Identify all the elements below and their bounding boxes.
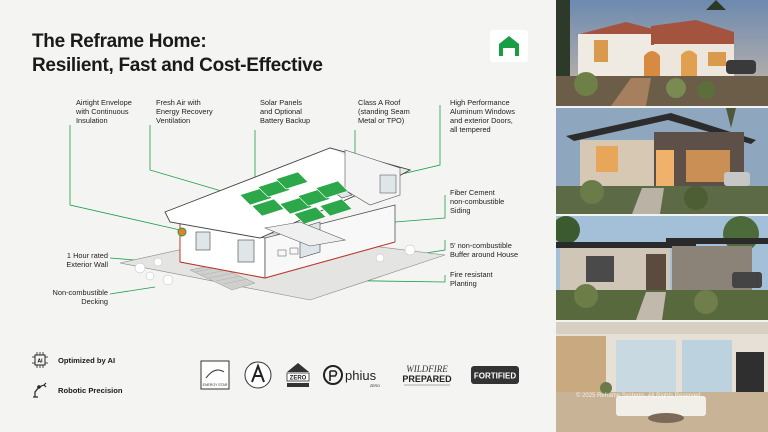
feature-robotic-precision: Robotic Precision	[32, 382, 123, 398]
svg-text:ENERGY STAR: ENERGY STAR	[203, 383, 228, 387]
wildfire-prepared-badge: WILDFIRE PREPARED	[396, 360, 458, 390]
copyright-text: © 2025 Reframe Systems. All Rights Reser…	[576, 393, 703, 399]
reframe-logo	[490, 30, 528, 62]
house-diagram	[69, 105, 446, 301]
phius-badge: phius ZERO	[322, 360, 384, 390]
ai-chip-icon: AI	[32, 352, 48, 368]
a-plus-badge	[243, 360, 273, 390]
infographic-panel: The Reframe Home: Resilient, Fast and Co…	[32, 30, 528, 398]
svg-text:ZERO: ZERO	[290, 376, 307, 382]
photo-modern-house-day	[556, 216, 768, 320]
svg-text:ZERO: ZERO	[370, 384, 380, 388]
robot-arm-icon	[33, 382, 47, 398]
feature-optimized-ai: AI Optimized by AI	[32, 352, 115, 368]
svg-text:WILDFIRE: WILDFIRE	[406, 364, 448, 374]
svg-text:PREPARED: PREPARED	[402, 374, 452, 384]
fortified-badge: FORTIFIED	[470, 360, 520, 390]
svg-text:AI: AI	[38, 359, 44, 365]
photo-spanish-house	[556, 0, 768, 106]
svg-text:phius: phius	[345, 368, 377, 383]
svg-text:FORTIFIED: FORTIFIED	[474, 372, 516, 381]
page-title: The Reframe Home: Resilient, Fast and Co…	[32, 31, 323, 76]
photo-interior-living	[556, 322, 768, 432]
zero-energy-badge: ZERO	[285, 360, 311, 390]
photo-modern-house-dusk	[556, 108, 768, 214]
energy-star-badge: ENERGY STAR	[200, 360, 230, 390]
